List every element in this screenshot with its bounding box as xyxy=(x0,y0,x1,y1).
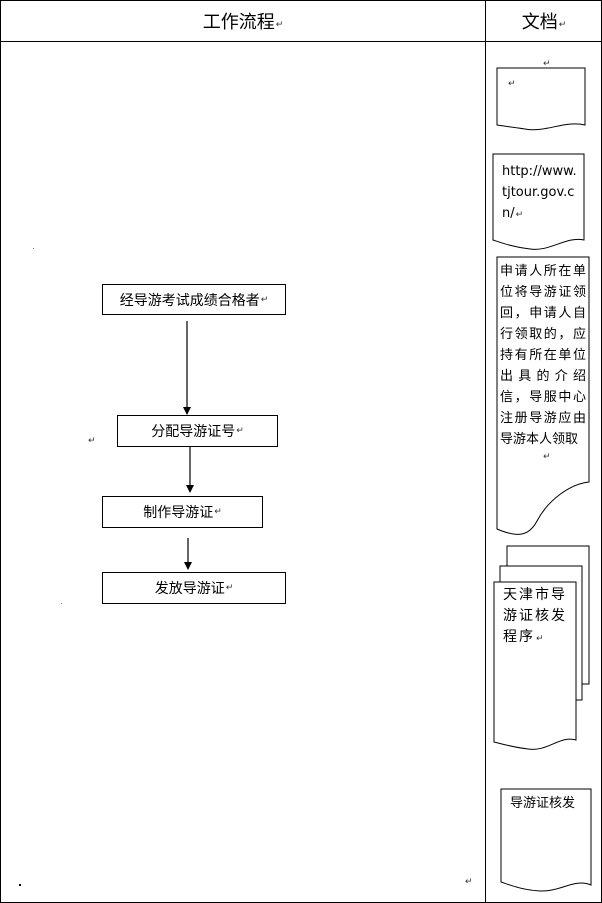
return-mark-icon: ↵ xyxy=(515,210,524,220)
return-mark-icon: ↵ xyxy=(558,20,567,30)
doc3-text: 申请人所在单位将导游证领回，申请人自行领取的，应持有所在单位出具的介绍信，导服中… xyxy=(500,264,586,447)
return-mark-icon: ↵ xyxy=(236,426,244,436)
document-shape-1 xyxy=(496,67,586,131)
artifact-dot xyxy=(61,603,62,604)
return-mark-icon: ↵ xyxy=(225,583,234,593)
header-documents: 文档↵ xyxy=(486,0,602,42)
document-shape-3 xyxy=(496,256,590,535)
doc2-text: http://www.tjtour.gov.cn/↵ xyxy=(502,164,577,221)
return-mark-icon: ↵ xyxy=(260,294,269,305)
document-shape-4-front xyxy=(493,581,577,750)
document-shape-5 xyxy=(500,788,592,892)
header-workflow: 工作流程↵ xyxy=(0,0,486,42)
header-documents-label: 文档 xyxy=(521,12,558,33)
flow-step-assign-number: 分配导游证号↵ xyxy=(117,415,278,447)
document-shape-2 xyxy=(492,153,585,250)
return-mark-icon: ↵ xyxy=(465,877,473,887)
doc5-text: 导游证核发 xyxy=(510,796,576,811)
return-mark-icon: ↵ xyxy=(508,79,516,89)
return-mark-icon: ↵ xyxy=(214,507,222,517)
flow-step-issue-card: 发放导游证↵ xyxy=(102,572,286,604)
dot-marker xyxy=(19,884,21,886)
flow-step-make-card: 制作导游证↵ xyxy=(102,496,263,528)
return-mark-icon: ↵ xyxy=(88,436,96,446)
return-mark-icon: ↵ xyxy=(543,452,551,462)
return-mark-icon: ↵ xyxy=(536,634,546,644)
return-mark-icon: ↵ xyxy=(275,20,284,30)
artifact-dot xyxy=(33,248,34,249)
flow-step-qualified: 经导游考试成绩合格者↵ xyxy=(102,284,286,315)
doc4-text: 天津市导游证核发程序↵ xyxy=(503,587,567,645)
return-mark-icon: ↵ xyxy=(543,59,551,69)
header-workflow-label: 工作流程 xyxy=(202,12,275,33)
